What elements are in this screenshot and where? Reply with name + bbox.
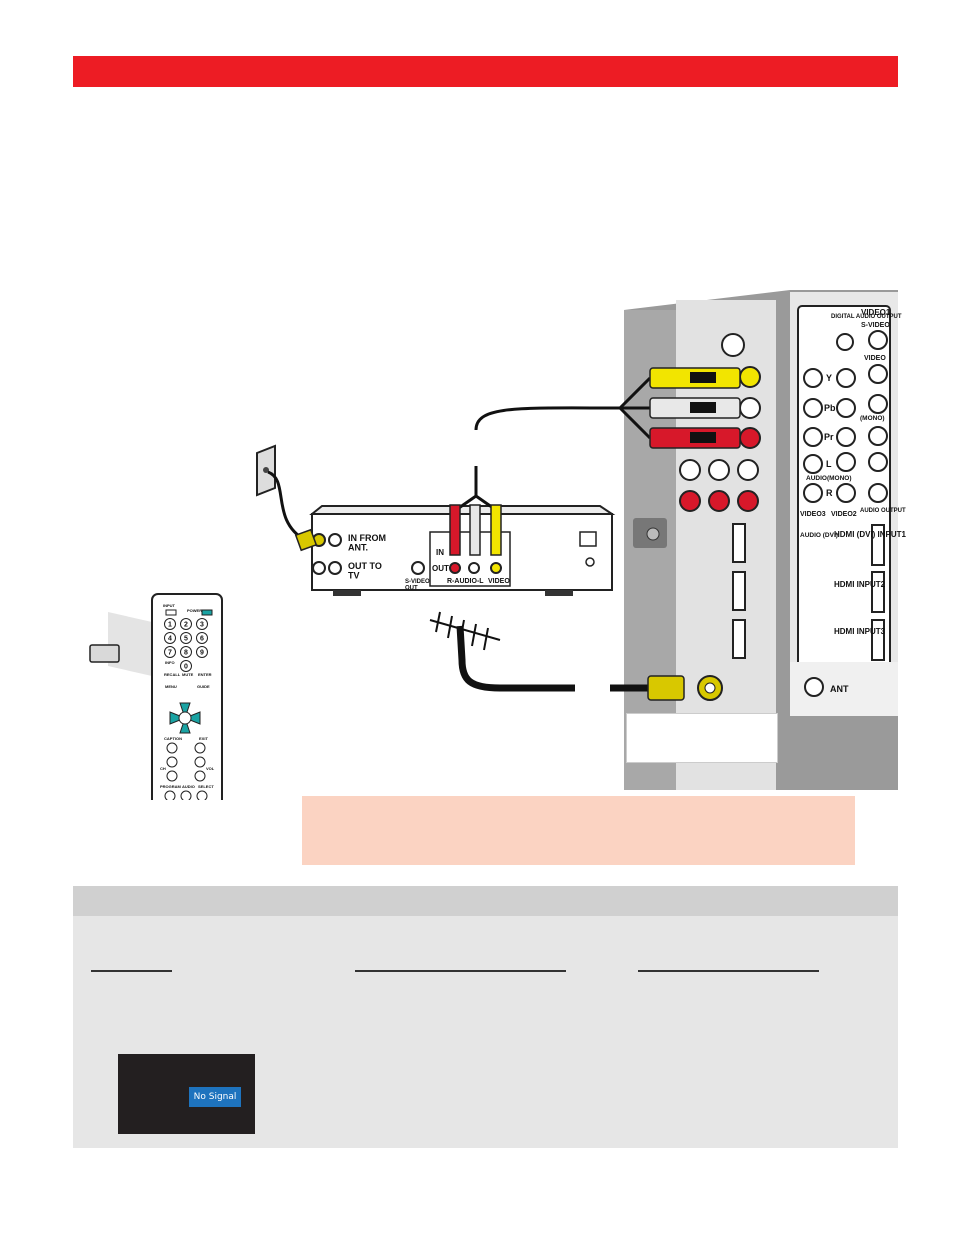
column-rule-3 [638,970,819,972]
label-hdmi3: HDMI INPUT3 [834,627,886,636]
wall-plate [256,444,306,542]
label-ant: ANT [830,684,849,694]
vcr-in: IN [436,548,444,557]
remote-vol: VOL [206,766,215,771]
remote-mute: MUTE [182,672,194,677]
label-y: Y [826,373,832,383]
remote-exit: EXIT [199,736,208,741]
label-audio-dvi: AUDIO (DVI) [800,532,838,539]
antenna [429,611,723,701]
vcr-video: VIDEO [488,578,510,585]
remote-ch: CH [160,766,166,771]
remote-number-keys: 1 2 3 4 5 6 7 8 9 0 [164,618,208,672]
remote-enter: ENTER [198,672,212,677]
remote-recall: RECALL [164,672,181,677]
remote-key-label: 4 [168,636,172,643]
remote-key-label: 5 [184,636,188,643]
label-s-video: S-VIDEO [861,322,890,329]
remote-key-2 [180,618,192,630]
remote-audio: AUDIO [182,784,195,789]
label-audio-mono: AUDIO(MONO) [806,475,852,482]
remote-key-7 [164,646,176,658]
label-video2: VIDEO2 [831,511,857,518]
tv-panel-labels: DIGITAL AUDIO OUTPUT VIDEO1 S-VIDEO VIDE… [800,308,907,694]
remote-key-label: 3 [200,622,204,629]
remote-key-5 [180,632,192,644]
composite-cables [449,367,741,556]
remote-key-label: 6 [200,636,204,643]
remote-key-9 [196,646,208,658]
remote-program: PROGRAM [160,784,182,789]
remote-key-8 [180,646,192,658]
remote-input: INPUT [163,603,176,608]
label-video: VIDEO [864,355,886,362]
label-digital-audio: DIGITAL AUDIO OUTPUT [831,314,902,320]
label-video1: VIDEO1 [861,308,891,317]
remote-key-6 [196,632,208,644]
remote-key-1 [164,618,176,630]
column-rule-2 [355,970,566,972]
column-rule-1 [91,970,172,972]
remote-menu: MENU [165,684,177,689]
remote-key-label: 7 [168,650,172,657]
header-bar [73,56,898,87]
vcr-out: OUT [432,564,449,573]
remote-key-label: 1 [168,622,172,629]
info-panel-header [73,886,898,916]
tv-left-jacks [679,333,761,659]
remote-key-label: 9 [200,650,204,657]
remote-key-4 [164,632,176,644]
remote-key-3 [196,618,208,630]
label-audio-output: AUDIO OUTPUT [860,508,906,514]
label-pb: Pb [824,403,836,413]
remote-info: INFO [165,660,175,665]
note-box [302,796,855,865]
label-hdmi2: HDMI INPUT2 [834,580,886,589]
label-r: R [826,488,833,498]
tv-panel-jacks [803,330,888,697]
callout-box [626,713,778,763]
label-pr: Pr [824,432,834,442]
remote-caption: CAPTION [164,736,182,741]
remote-key-label: 0 [184,664,188,671]
remote-power: POWER [187,608,202,613]
vcr-r-audio-l: R-AUDIO-L [447,578,484,585]
remote-key-0 [180,660,192,672]
remote-control: INPUT POWER CAPTION EXIT CH VOL PROGRAM … [89,593,223,800]
remote-key-label: 8 [184,650,188,657]
connection-diagram: DIGITAL AUDIO OUTPUT VIDEO1 S-VIDEO VIDE… [89,290,907,800]
label-mono: (MONO) [860,415,885,422]
no-signal-badge: No Signal [189,1087,241,1107]
label-hdmi1: HDMI (DVI) INPUT1 [834,530,907,539]
remote-guide: GUIDE [197,684,210,689]
remote-key-label: 2 [184,622,188,629]
label-l: L [826,459,832,469]
remote-select: SELECT [198,784,214,789]
label-video3: VIDEO3 [800,511,826,518]
coax-plug-vcr [294,528,318,552]
